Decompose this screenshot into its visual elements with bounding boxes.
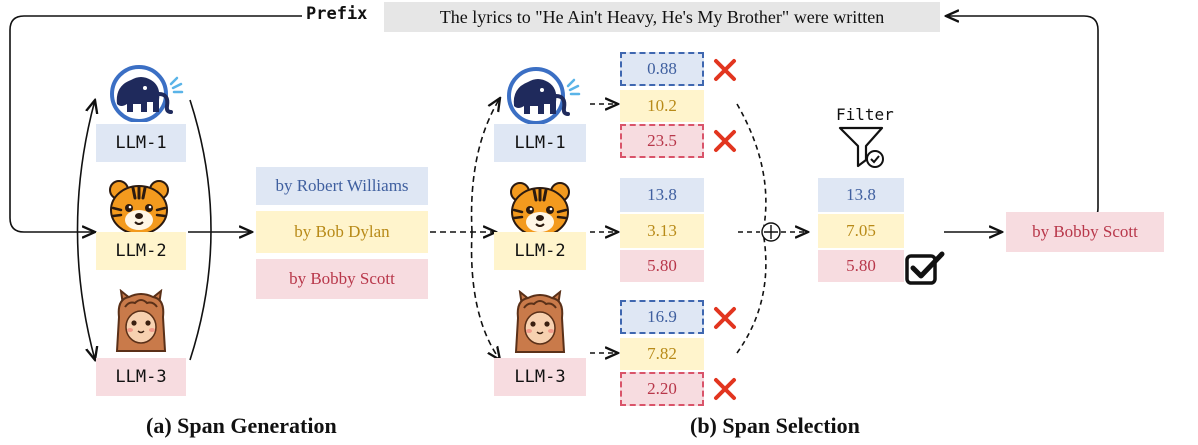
- combined-score-3: 5.80: [818, 250, 904, 282]
- elephant-icon: [110, 65, 184, 122]
- elephant-icon: [507, 67, 581, 124]
- score-llm1-span1: 0.88: [620, 52, 704, 86]
- cross-icon: [714, 307, 736, 329]
- model-label-llm-3: LLM-3: [96, 358, 186, 396]
- model-cycle-left-arc: [76, 100, 96, 360]
- cross-icon: [714, 130, 736, 152]
- tiger-icon: [109, 180, 169, 235]
- feedback-arrow: [946, 16, 1099, 221]
- selected-span-output: by Bobby Scott: [1006, 212, 1164, 252]
- scorer-up-arc: [470, 98, 500, 233]
- score-llm3-span2: 7.82: [620, 338, 704, 370]
- cross-icon: [714, 59, 736, 81]
- model-label-llm-2: LLM-2: [96, 232, 186, 270]
- score-llm3-span1: 16.9: [620, 300, 704, 334]
- tiger-icon: [510, 182, 570, 237]
- cross-icon: [714, 378, 736, 400]
- score-llm2-span3: 5.80: [620, 250, 704, 282]
- aggregation-top-arc: [736, 103, 767, 233]
- score-llm3-span3: 2.20: [620, 372, 704, 406]
- caption-span-selection: (b) Span Selection: [690, 413, 860, 438]
- score-llm1-span3: 23.5: [620, 124, 704, 158]
- combined-score-2: 7.05: [818, 214, 904, 248]
- combined-score-1: 13.8: [818, 178, 904, 212]
- filter-label: Filter: [836, 105, 894, 124]
- model-label-llm-1: LLM-1: [96, 124, 186, 162]
- score-llm1-span2: 10.2: [620, 90, 704, 122]
- checkbox-checked-icon: [905, 251, 945, 285]
- score-llm2-span2: 3.13: [620, 214, 704, 248]
- scorer-label-llm-2: LLM-2: [494, 232, 586, 270]
- alpaca-icon: [514, 290, 566, 353]
- prefix-text: The lyrics to "He Ain't Heavy, He's My B…: [384, 2, 940, 32]
- model-cycle-right-arc: [189, 99, 212, 361]
- scorer-label-llm-1: LLM-1: [494, 124, 586, 162]
- filter-funnel-icon: [838, 126, 884, 168]
- span-candidate-3: by Bobby Scott: [256, 259, 428, 299]
- scorer-label-llm-3: LLM-3: [494, 358, 586, 396]
- caption-span-generation: (a) Span Generation: [146, 413, 337, 438]
- scorer-down-arc: [470, 231, 500, 360]
- aggregation-bottom-arc: [736, 231, 767, 354]
- score-llm2-span1: 13.8: [620, 178, 704, 212]
- span-candidate-1: by Robert Williams: [256, 167, 428, 205]
- span-candidate-2: by Bob Dylan: [256, 211, 428, 253]
- prefix-input-arrow: [9, 15, 302, 232]
- prefix-label: Prefix: [306, 4, 368, 24]
- alpaca-icon: [115, 289, 167, 352]
